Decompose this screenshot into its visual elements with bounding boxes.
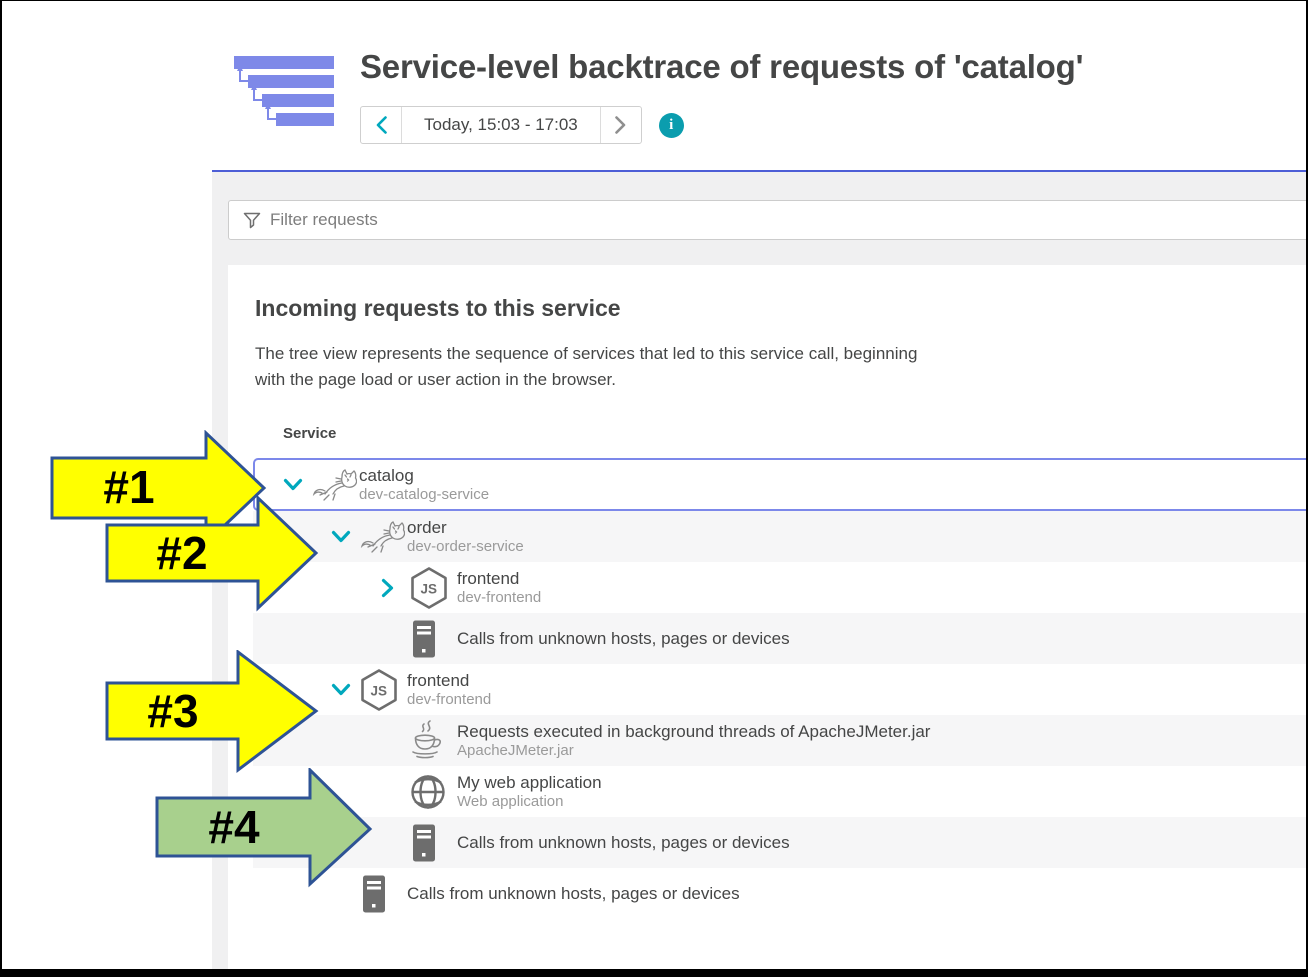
filter-requests-input[interactable]: Filter requests: [228, 200, 1308, 240]
annotation-arrow-3: #3: [105, 650, 319, 774]
description-line-1: The tree view represents the sequence of…: [255, 344, 918, 363]
svg-text:JS: JS: [421, 581, 438, 596]
service-name: catalog: [359, 466, 414, 485]
filter-funnel-icon: [243, 212, 261, 228]
service-name: Calls from unknown hosts, pages or devic…: [407, 884, 740, 903]
row-text: order dev-order-service: [407, 517, 524, 556]
service-name: frontend: [407, 671, 470, 690]
timeframe-row: Today, 15:03 - 17:03 i: [360, 106, 684, 144]
service-name: Calls from unknown hosts, pages or devic…: [457, 833, 790, 852]
row-text: Calls from unknown hosts, pages or devic…: [407, 868, 740, 919]
section-description: The tree view represents the sequence of…: [255, 341, 917, 393]
backtrace-app: Service-level backtrace of requests of '…: [212, 0, 1308, 977]
row-text: catalog dev-catalog-service: [359, 465, 489, 504]
chevron-down-icon[interactable]: [283, 478, 311, 491]
svg-text:JS: JS: [371, 683, 388, 698]
web-application-icon: [409, 773, 457, 811]
annotation-label: #1: [103, 461, 154, 513]
section-heading: Incoming requests to this service: [255, 295, 621, 321]
tomcat-icon: [359, 519, 407, 555]
content-area: Filter requests Incoming requests to thi…: [212, 172, 1308, 977]
tree-row-my-web-application[interactable]: My web application Web application: [253, 766, 1308, 817]
description-line-2: with the page load or user action in the…: [255, 370, 616, 389]
nodejs-icon: JS: [409, 566, 457, 610]
tree-row-catalog[interactable]: catalog dev-catalog-service: [253, 458, 1308, 511]
service-subtitle: dev-frontend: [457, 589, 542, 606]
incoming-requests-card: Incoming requests to this service The tr…: [228, 265, 1308, 975]
chevron-left-icon: [376, 116, 387, 134]
tree-row-unknown-calls[interactable]: Calls from unknown hosts, pages or devic…: [253, 817, 1308, 868]
timeframe-prev-button[interactable]: [361, 107, 402, 143]
service-name: order: [407, 518, 447, 537]
annotation-arrow-4: #4: [155, 768, 373, 888]
annotation-label: #3: [147, 685, 198, 737]
service-subtitle: dev-catalog-service: [359, 486, 490, 503]
row-text: Calls from unknown hosts, pages or devic…: [457, 817, 790, 868]
row-text: Requests executed in background threads …: [457, 721, 930, 760]
annotation-label: #4: [208, 801, 260, 853]
server-icon: [409, 823, 457, 863]
header-divider: [212, 170, 1308, 172]
info-icon[interactable]: i: [658, 112, 684, 138]
annotation-label: #2: [156, 527, 207, 579]
java-icon: [409, 719, 457, 763]
tree-row-order[interactable]: order dev-order-service: [253, 511, 1308, 562]
annotation-arrow-2: #2: [105, 495, 319, 612]
chevron-down-icon[interactable]: [331, 683, 359, 696]
chevron-right-icon: [615, 116, 626, 134]
service-name: Calls from unknown hosts, pages or devic…: [457, 629, 790, 648]
row-text: My web application Web application: [457, 772, 602, 811]
tree-row-unknown-calls[interactable]: Calls from unknown hosts, pages or devic…: [253, 613, 1308, 664]
backtrace-icon: [234, 56, 334, 126]
service-name: frontend: [457, 569, 520, 588]
service-subtitle: dev-order-service: [407, 538, 524, 555]
server-icon: [409, 619, 457, 659]
annotation-arrow-1: #1: [50, 430, 267, 547]
service-column-header: Service: [283, 425, 337, 442]
service-backtrace-tree: catalog dev-catalog-service: [253, 458, 1308, 919]
row-text: frontend dev-frontend: [457, 568, 541, 607]
service-name: Requests executed in background threads …: [457, 722, 931, 741]
timeframe-label[interactable]: Today, 15:03 - 17:03: [424, 115, 578, 134]
chevron-down-icon[interactable]: [331, 530, 359, 543]
page-title: Service-level backtrace of requests of '…: [360, 48, 1084, 85]
tree-row-jmeter[interactable]: Requests executed in background threads …: [253, 715, 1308, 766]
row-text: Calls from unknown hosts, pages or devic…: [457, 613, 790, 664]
row-text: frontend dev-frontend: [407, 670, 491, 709]
filter-placeholder: Filter requests: [270, 210, 378, 229]
service-subtitle: Web application: [457, 793, 564, 810]
timeframe-next-button[interactable]: [599, 107, 641, 143]
server-icon: [359, 874, 407, 914]
service-subtitle: ApacheJMeter.jar: [457, 742, 574, 759]
nodejs-icon: JS: [359, 668, 407, 712]
tree-row-frontend-expanded[interactable]: JS frontend dev-frontend: [253, 664, 1308, 715]
timeframe-selector: Today, 15:03 - 17:03: [360, 106, 642, 144]
tomcat-icon: [311, 467, 359, 503]
tree-row-unknown-calls[interactable]: Calls from unknown hosts, pages or devic…: [253, 868, 1308, 919]
tree-row-frontend-collapsed[interactable]: JS frontend dev-frontend: [253, 562, 1308, 613]
chevron-right-icon[interactable]: [381, 578, 409, 598]
service-subtitle: dev-frontend: [407, 691, 492, 708]
service-name: My web application: [457, 773, 602, 792]
